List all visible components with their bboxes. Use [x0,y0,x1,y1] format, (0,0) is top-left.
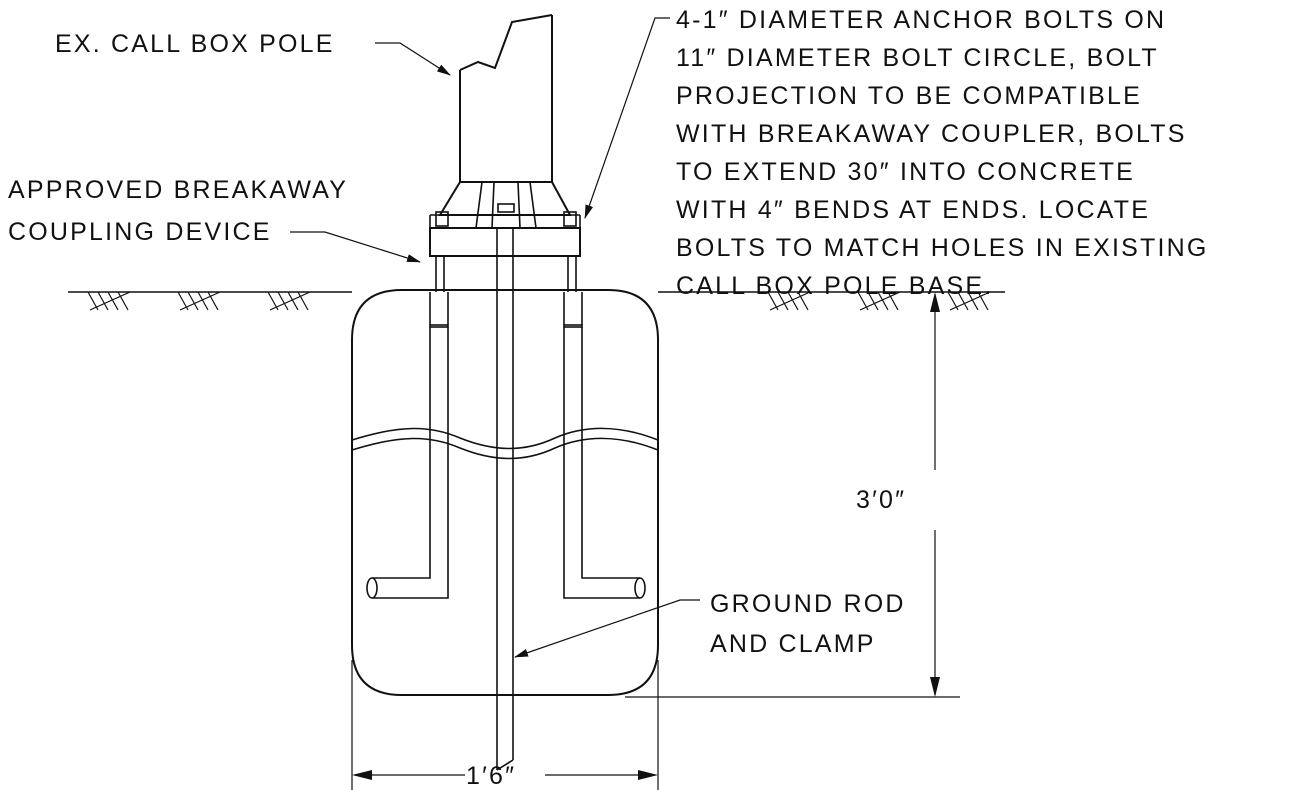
breakaway-coupling [429,181,581,292]
bolts-line-3: PROJECTION TO BE COMPATIBLE [676,82,1142,110]
ground-hatch [87,291,991,311]
anchor-bolt-right [563,292,646,599]
ground-rod [496,228,514,771]
break-lines [351,427,659,460]
width-dimension-label: 1′6″ [466,762,516,790]
bolts-line-6: WITH 4″ BENDS AT ENDS. LOCATE [676,196,1150,224]
label-rod-line2: AND CLAMP [710,630,876,658]
anchor-bolt-left [366,292,449,599]
concrete-footing [351,289,659,696]
depth-dimension [625,292,960,698]
label-rod-line1: GROUND ROD [710,590,906,618]
width-dimension [351,660,659,790]
bolts-line-8: CALL BOX POLE BASE. [676,272,993,300]
depth-dimension-label: 3′0″ [856,486,906,514]
label-coupling-line1: APPROVED BREAKAWAY [8,176,348,204]
label-coupling-line2: COUPLING DEVICE [8,218,272,246]
label-ground-rod: GROUND ROD AND CLAMP [710,590,906,658]
leader-lines [290,17,700,658]
call-box-pole [459,14,553,182]
bolts-line-7: BOLTS TO MATCH HOLES IN EXISTING [676,234,1209,262]
label-pole: EX. CALL BOX POLE [55,30,335,58]
bolts-line-4: WITH BREAKAWAY COUPLER, BOLTS [676,120,1187,148]
label-coupling: APPROVED BREAKAWAY COUPLING DEVICE [8,176,348,246]
bolts-line-2: 11″ DIAMETER BOLT CIRCLE, BOLT [676,44,1159,72]
label-anchor-bolts: 4-1″ DIAMETER ANCHOR BOLTS ON 11″ DIAMET… [676,6,1209,300]
bolts-line-5: TO EXTEND 30″ INTO CONCRETE [676,158,1135,186]
bolts-line-1: 4-1″ DIAMETER ANCHOR BOLTS ON [676,6,1166,34]
